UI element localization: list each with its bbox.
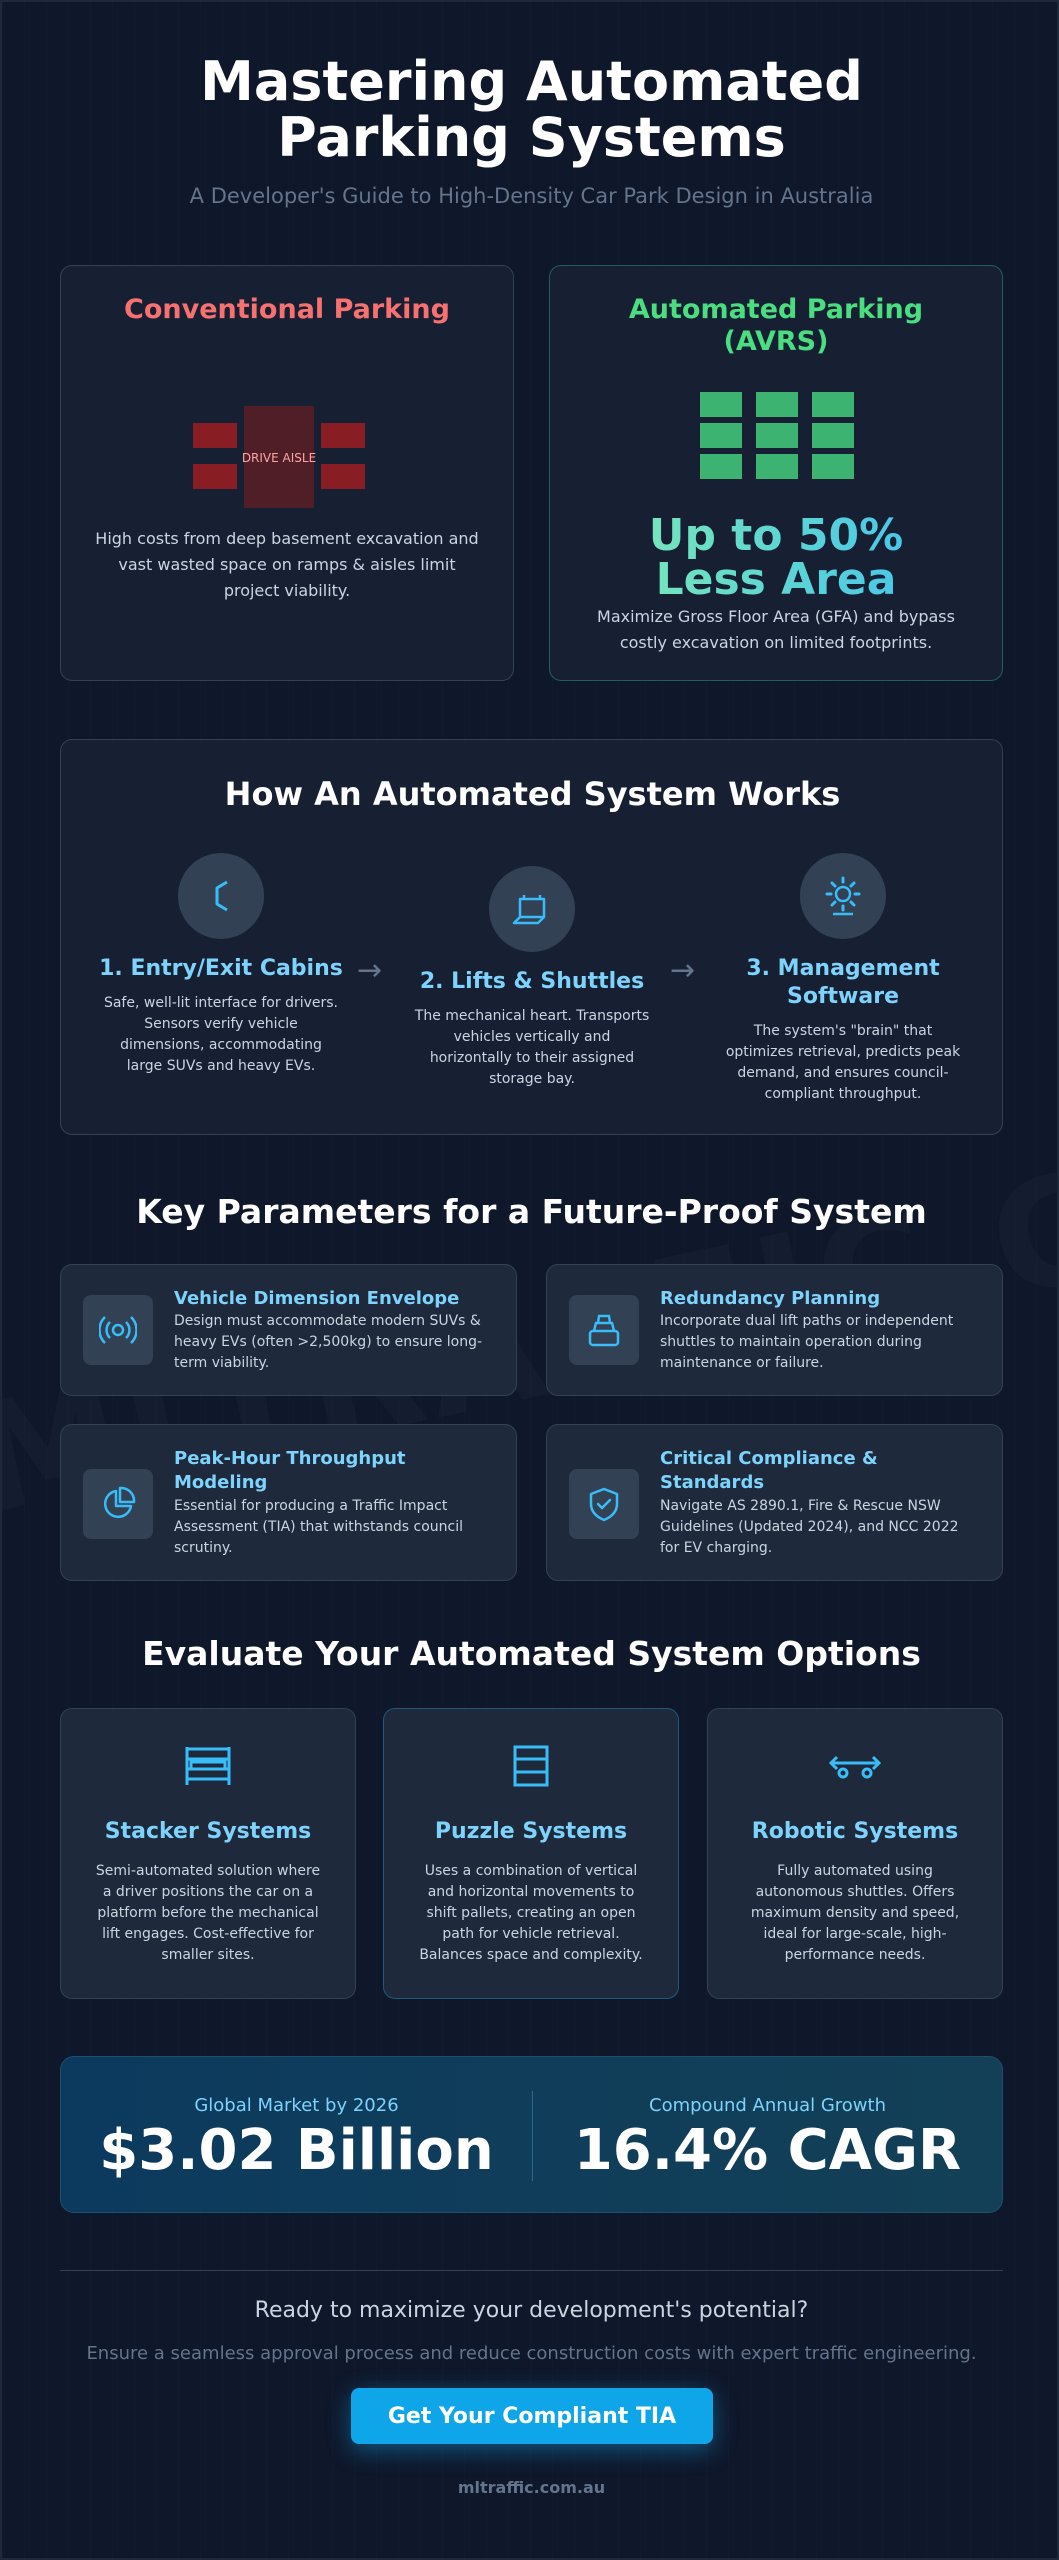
drive-aisle-diagram: DRIVE AISLE <box>193 406 365 508</box>
step-desc: The system's "brain" that optimizes retr… <box>725 1023 961 1102</box>
step-title: 3. Management Software <box>746 956 940 1009</box>
automated-title: Automated Parking (AVRS) <box>628 294 924 357</box>
option-stacker: Stacker Systems Semi-automated solution … <box>60 1708 356 1999</box>
market-label: Global Market by 2026 <box>194 2095 399 2116</box>
divider <box>60 2270 1003 2271</box>
params-title: Key Parameters for a Future-Proof System <box>136 1192 927 1231</box>
market-stat: Global Market by 2026 $3.02 Billion <box>61 2057 532 2214</box>
param-title: Vehicle Dimension Envelope <box>174 1288 460 1309</box>
robot-shuttle-icon <box>828 1755 882 1779</box>
step-title: 2. Lifts & Shuttles <box>419 969 645 994</box>
growth-value: 16.4% CAGR <box>573 2118 962 2183</box>
param-desc: Design must accommodate modern SUVs & he… <box>174 1313 483 1371</box>
param-throughput: Peak-Hour Throughput Modeling Essential … <box>60 1424 517 1581</box>
param-title: Redundancy Planning <box>660 1288 881 1309</box>
param-icon-box <box>83 1469 153 1539</box>
step-icon-circle <box>800 853 886 939</box>
step-entry-exit: 1. Entry/Exit Cabins Safe, well-lit inte… <box>91 853 351 1077</box>
step-title: 1. Entry/Exit Cabins <box>99 956 343 981</box>
step-icon-circle <box>178 853 264 939</box>
how-it-works-card: How An Automated System Works 1. Entry/E… <box>60 739 1003 1135</box>
stacker-icon <box>185 1747 231 1785</box>
cta-subtext: Ensure a seamless approval process and r… <box>86 2343 977 2364</box>
market-value: $3.02 Billion <box>99 2118 494 2183</box>
storage-grid-icon <box>700 392 854 479</box>
entry-gate-icon <box>215 880 228 912</box>
param-title: Critical Compliance & Standards <box>660 1448 878 1493</box>
lift-platform-icon <box>512 895 546 925</box>
param-desc: Incorporate dual lift paths or independe… <box>660 1313 954 1371</box>
option-puzzle: Puzzle Systems Uses a combination of ver… <box>383 1708 679 1999</box>
page-title: Mastering Automated Parking Systems <box>200 50 863 169</box>
how-it-works-title: How An Automated System Works <box>224 775 841 813</box>
option-icon-wrap <box>384 1743 678 1789</box>
param-title: Peak-Hour Throughput Modeling <box>174 1448 406 1493</box>
option-title: Stacker Systems <box>104 1819 312 1844</box>
growth-stat: Compound Annual Growth 16.4% CAGR <box>532 2057 1003 2214</box>
cta-question: Ready to maximize your development's pot… <box>254 2298 809 2323</box>
conventional-parking-card: Conventional Parking DRIVE AISLE High co… <box>60 265 514 681</box>
get-compliant-tia-button[interactable]: Get Your Compliant TIA <box>351 2388 713 2444</box>
flow-arrow: → <box>357 953 383 988</box>
footer-link[interactable]: mltraffic.com.au <box>457 2478 606 2497</box>
options-title: Evaluate Your Automated System Options <box>142 1634 921 1673</box>
option-icon-wrap <box>708 1743 1002 1789</box>
gear-icon <box>825 876 861 916</box>
param-redundancy: Redundancy Planning Incorporate dual lif… <box>546 1264 1003 1396</box>
stack-icon <box>588 1314 620 1347</box>
growth-label: Compound Annual Growth <box>649 2095 886 2116</box>
step-desc: The mechanical heart. Transports vehicle… <box>414 1008 650 1087</box>
step-desc: Safe, well-lit interface for drivers. Se… <box>103 995 339 1074</box>
pie-chart-icon <box>103 1486 136 1519</box>
automated-desc: Maximize Gross Floor Area (GFA) and bypa… <box>597 607 955 652</box>
option-desc: Uses a combination of vertical and horiz… <box>419 1863 643 1963</box>
conventional-title: Conventional Parking <box>124 294 450 325</box>
market-stats-banner: Global Market by 2026 $3.02 Billion Comp… <box>60 2056 1003 2213</box>
option-title: Puzzle Systems <box>434 1819 628 1844</box>
option-title: Robotic Systems <box>751 1819 959 1844</box>
drive-aisle-label: DRIVE AISLE <box>242 451 316 465</box>
step-lifts-shuttles: 2. Lifts & Shuttles The mechanical heart… <box>402 866 662 1090</box>
param-icon-box <box>569 1295 639 1365</box>
option-icon-wrap <box>61 1743 355 1789</box>
param-vehicle-dimension: Vehicle Dimension Envelope Design must a… <box>60 1264 517 1396</box>
area-saving-stat: Up to 50% Less Area <box>550 514 1002 602</box>
sensor-icon <box>99 1316 137 1344</box>
stats-divider <box>532 2091 533 2181</box>
option-robotic: Robotic Systems Fully automated using au… <box>707 1708 1003 1999</box>
param-desc: Essential for producing a Traffic Impact… <box>174 1498 463 1556</box>
param-icon-box <box>83 1295 153 1365</box>
param-compliance: Critical Compliance & Standards Navigate… <box>546 1424 1003 1581</box>
step-management-software: 3. Management Software The system's "bra… <box>713 853 973 1105</box>
automated-parking-card: Automated Parking (AVRS) Up to 50% Less … <box>549 265 1003 681</box>
flow-arrow: → <box>670 953 696 988</box>
page-subtitle: A Developer's Guide to High-Density Car … <box>189 184 874 208</box>
shield-check-icon <box>589 1487 619 1522</box>
conventional-desc: High costs from deep basement excavation… <box>95 529 479 600</box>
option-desc: Fully automated using autonomous shuttle… <box>750 1863 960 1963</box>
header: Mastering Automated Parking Systems A De… <box>2 50 1057 209</box>
param-icon-box <box>569 1469 639 1539</box>
param-desc: Navigate AS 2890.1, Fire & Rescue NSW Gu… <box>660 1498 959 1556</box>
step-icon-circle <box>489 866 575 952</box>
puzzle-grid-icon <box>513 1745 549 1787</box>
option-desc: Semi-automated solution where a driver p… <box>95 1863 321 1963</box>
